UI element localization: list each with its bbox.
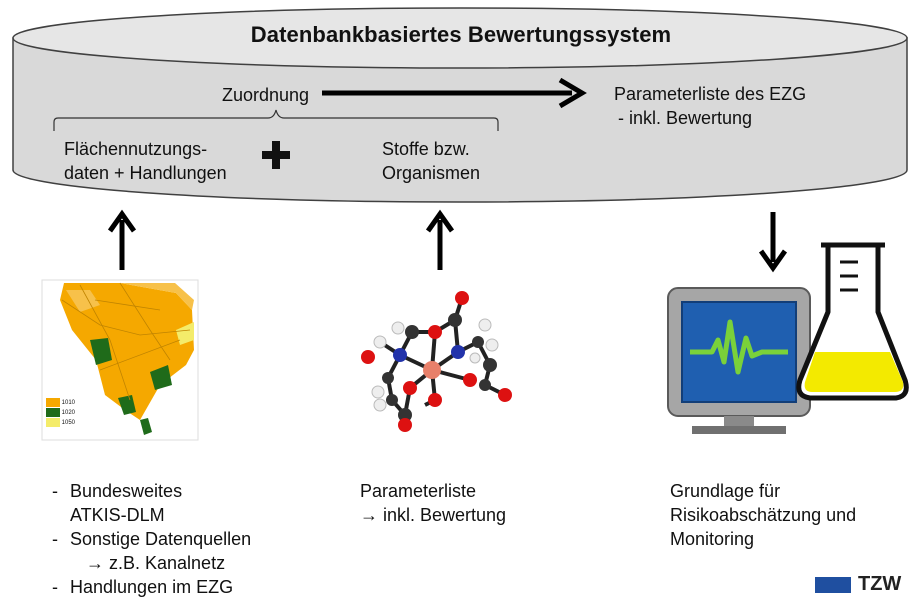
map-legend: 1010 1020 1050 [46, 398, 75, 428]
grouping-brace [53, 109, 499, 131]
legend-swatch-1050 [46, 418, 60, 428]
legend-item: 1010 [46, 398, 75, 408]
cylinder-body [12, 37, 908, 203]
monitor-icon [667, 287, 811, 434]
arrow-up-middle [425, 209, 455, 270]
list-item-line: ATKIS-DLM [70, 505, 165, 525]
substances-label-line2: Organismen [382, 163, 481, 183]
param-list-label-line2: - inkl. Bewertung [618, 108, 753, 128]
right-caption-line1: Grundlage für [670, 481, 781, 501]
page-title: Datenbankbasiertes Bewertungssystem [250, 22, 672, 47]
database-cylinder [12, 7, 908, 203]
right-caption-line3: Monitoring [670, 529, 755, 549]
atkis-map-image [41, 279, 199, 441]
list-item-line: → z.B. Kanalnetz [86, 553, 226, 573]
legend-code: 1050 [61, 420, 76, 427]
assignment-label: Zuordnung [222, 85, 310, 105]
list-item: Bundesweites ATKIS-DLM [52, 479, 251, 527]
plus-icon [262, 141, 290, 169]
land-use-label-line1: Flächennutzungs- [64, 139, 208, 159]
legend-code: 1010 [61, 400, 76, 407]
legend-swatch-1020 [46, 408, 60, 418]
list-item: Sonstige Datenquellen → z.B. Kanalnetz [52, 527, 251, 575]
param-list-label-line1: Parameterliste des EZG [614, 84, 807, 104]
logo-text: TZW [858, 573, 902, 595]
data-sources-list: Bundesweites ATKIS-DLM Sonstige Datenque… [52, 479, 251, 599]
legend-item: 1020 [46, 408, 75, 418]
flask-icon [796, 242, 909, 401]
list-item-line: Bundesweites [70, 481, 183, 501]
list-item-line: Handlungen im EZG [70, 577, 234, 597]
middle-caption-line1: Parameterliste [360, 481, 477, 501]
logo-mark [815, 577, 851, 593]
list-item-line: Sonstige Datenquellen [70, 529, 252, 549]
substances-label-line1: Stoffe bzw. [382, 139, 470, 159]
assignment-arrow [322, 77, 587, 109]
middle-caption-line2: → inkl. Bewertung [360, 505, 507, 525]
cylinder-top [12, 7, 908, 69]
arrow-down-right [758, 212, 788, 273]
legend-code: 1020 [61, 410, 76, 417]
list-item: Handlungen im EZG [52, 575, 251, 599]
land-use-label-line2: daten + Handlungen [64, 163, 227, 183]
right-caption-line2: Risikoabschätzung und [670, 505, 857, 525]
arrow-up-left [107, 209, 137, 270]
molecule-atoms [361, 291, 512, 432]
legend-swatch-1010 [46, 398, 60, 407]
legend-item: 1050 [46, 418, 75, 428]
